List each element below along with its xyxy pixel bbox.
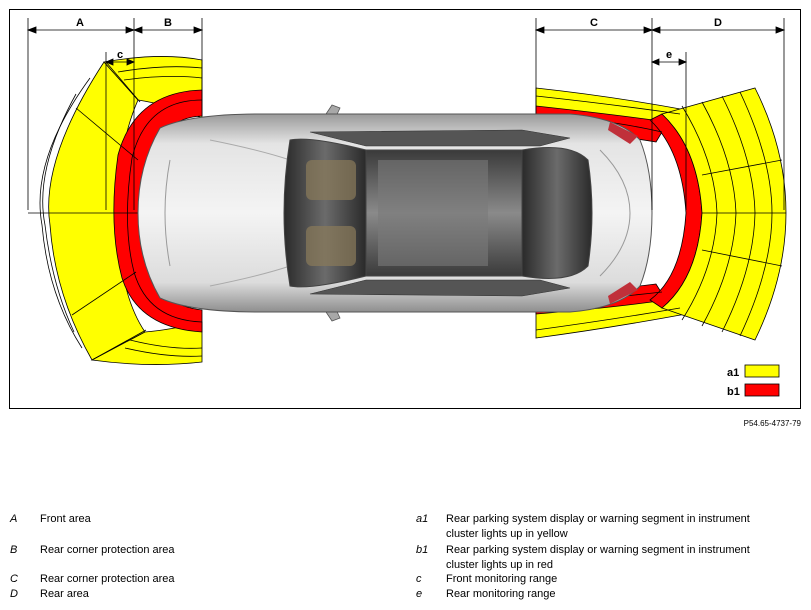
legend-text-cont: cluster lights up in red <box>446 559 553 571</box>
dim-label-e: e <box>666 49 672 61</box>
legend-key: e <box>416 588 423 600</box>
legend-key: B <box>10 544 18 556</box>
legend-key: a1 <box>416 513 429 525</box>
key-swatch-red <box>744 383 780 397</box>
dim-label-D: D <box>714 17 722 29</box>
key-swatch-yellow <box>744 364 780 378</box>
legend-text: Rear monitoring range <box>446 588 556 600</box>
rear-yellow-zone <box>661 87 787 341</box>
legend-text: Rear parking system display or warning s… <box>446 513 750 525</box>
legend-key: c <box>416 573 422 585</box>
dim-label-C: C <box>590 17 598 29</box>
parking-sensor-diagram: A B c C D e a1 b1 <box>9 9 801 409</box>
key-label-b1: b1 <box>727 386 740 398</box>
legend-key: D <box>10 588 18 600</box>
legend-key: b1 <box>416 544 429 556</box>
key-label-a1: a1 <box>727 367 739 379</box>
legend-key: A <box>10 513 18 525</box>
legend-text: Front area <box>40 513 91 525</box>
front-yellow-corner-bottom <box>90 321 203 365</box>
legend-text: Rear corner protection area <box>40 573 175 585</box>
legend-text: Rear parking system display or warning s… <box>446 544 750 556</box>
dim-label-B: B <box>164 17 172 29</box>
legend-text-cont: cluster lights up in yellow <box>446 528 568 540</box>
front-sensor-zones <box>28 56 203 365</box>
dimension-lines <box>26 18 786 210</box>
car-top-view <box>137 104 653 322</box>
dim-label-A: A <box>76 17 84 29</box>
legend-text: Front monitoring range <box>446 573 558 585</box>
color-key: a1 b1 <box>727 364 780 398</box>
figure-id: P54.65-4737-79 <box>743 419 801 428</box>
legend-text: Rear area <box>40 588 89 600</box>
dim-label-c: c <box>117 49 123 61</box>
legend-key: C <box>10 573 18 585</box>
legend-text: Rear corner protection area <box>40 544 175 556</box>
